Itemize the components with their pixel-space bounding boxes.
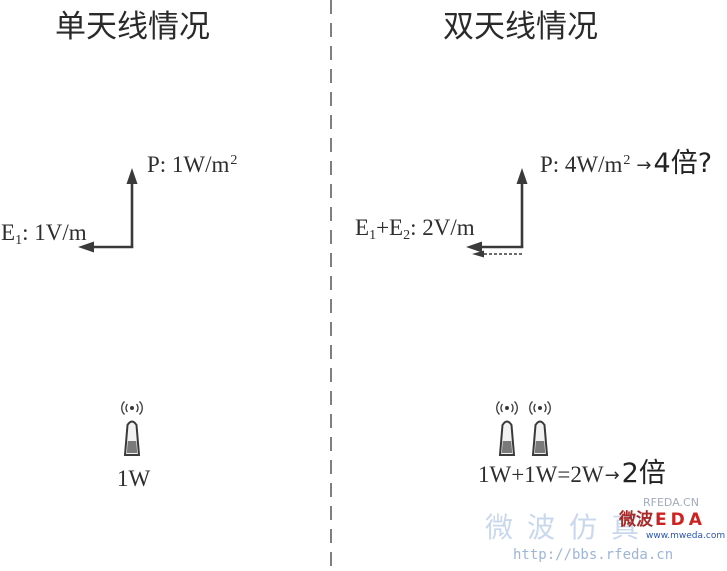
watermark-forum-name: 微波仿真 <box>485 511 654 544</box>
left-power-superscript: 2 <box>230 153 238 168</box>
right-antenna-power-label: 1W+1W=2W→2倍 <box>478 460 666 487</box>
right-efield-value: : 2V/m <box>410 215 475 240</box>
left-efield-value: : 1V/m <box>22 220 87 245</box>
right-power-arrow-icon: → <box>636 155 652 176</box>
right-power-ratio: 4倍? <box>653 148 713 179</box>
right-efield-label: E1+E2: 2V/m <box>355 215 475 243</box>
right-antenna-arrow-icon: → <box>604 465 620 486</box>
left-antenna-icon <box>121 401 143 456</box>
left-power-label: P: 1W/m2 <box>147 153 237 176</box>
right-efield-arrowhead-icon <box>466 241 482 253</box>
left-efield-label: E1: 1V/m <box>1 220 87 248</box>
right-efield-symbol-1: E <box>355 215 370 240</box>
watermark-logo-cn: 微波 <box>619 510 653 530</box>
right-panel-title: 双天线情况 <box>443 9 598 45</box>
right-efield-subscript-2: 2 <box>403 228 411 243</box>
right-power-label: P: 4W/m2 →4倍? <box>540 150 712 177</box>
watermark-logo-url: www.mweda.com <box>646 531 726 541</box>
left-vector-diagram <box>78 168 138 253</box>
left-efield-subscript: 1 <box>15 233 23 248</box>
right-power-superscript: 2 <box>623 153 631 168</box>
left-efield-arrowhead-icon <box>78 241 94 253</box>
right-efield-dashed-arrowhead-icon <box>472 250 484 258</box>
watermark-logo-en: EDA <box>655 510 706 530</box>
right-vector-diagram <box>466 168 528 258</box>
right-antenna-1-icon <box>496 401 518 456</box>
left-panel-title: 单天线情况 <box>55 9 210 45</box>
right-power-arrowhead-icon <box>516 168 528 184</box>
right-antenna-power-ratio: 2倍 <box>621 458 666 489</box>
left-power-text: P: 1W/m <box>147 152 230 177</box>
watermark-url: http://bbs.rfeda.cn <box>513 547 674 563</box>
right-antenna-2-icon <box>529 401 551 456</box>
left-efield-symbol: E <box>1 220 16 245</box>
watermark-site-tag: RFEDA.CN <box>643 496 699 509</box>
right-efield-symbol-2: +E <box>376 215 404 240</box>
left-power-arrowhead-icon <box>126 168 138 184</box>
right-power-text: P: 4W/m <box>540 152 623 177</box>
right-antenna-power-sum: 1W+1W=2W <box>478 462 604 487</box>
right-efield-subscript-1: 1 <box>369 228 377 243</box>
left-antenna-power-label: 1W <box>117 466 151 491</box>
